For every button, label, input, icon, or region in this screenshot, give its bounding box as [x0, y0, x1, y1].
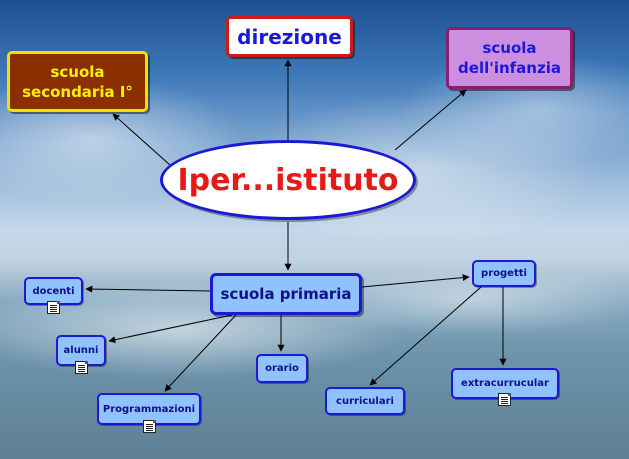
- node-scuola-infanzia-line-1: scuola: [482, 39, 537, 57]
- programmazioni-document-icon[interactable]: [143, 420, 156, 433]
- link-progetti-curriculari: [369, 286, 482, 386]
- link-primaria-programmazioni: [164, 314, 237, 392]
- node-scuola-primaria-label: scuola primaria: [220, 285, 352, 303]
- alunni-document-icon[interactable]: [75, 361, 88, 374]
- node-progetti-label: progetti: [481, 268, 527, 279]
- node-scuola-secondaria[interactable]: scuola secondaria I°: [7, 51, 148, 112]
- link-center-secondaria: [112, 113, 171, 166]
- node-iper-istituto[interactable]: Iper...istituto: [160, 140, 416, 220]
- node-scuola-infanzia-label: scuola dell'infanzia: [458, 38, 561, 78]
- node-scuola-secondaria-line-2: secondaria I°: [22, 82, 133, 101]
- node-curriculari[interactable]: curriculari: [325, 387, 405, 415]
- node-scuola-infanzia-line-2: dell'infanzia: [458, 59, 561, 77]
- node-orario-label: orario: [265, 363, 299, 374]
- node-iper-istituto-label: Iper...istituto: [177, 162, 399, 198]
- node-scuola-infanzia[interactable]: scuola dell'infanzia: [446, 27, 573, 89]
- node-scuola-secondaria-line-1: scuola: [50, 62, 105, 81]
- node-direzione-label: direzione: [237, 24, 342, 49]
- node-extracurricular-label: extracurrucular: [461, 378, 549, 389]
- node-direzione[interactable]: direzione: [226, 16, 353, 57]
- link-primaria-docenti: [85, 285, 211, 293]
- node-alunni-label: alunni: [63, 345, 99, 356]
- node-docenti-label: docenti: [32, 285, 75, 297]
- node-programmazioni-label: Programmazioni: [102, 403, 196, 415]
- node-orario[interactable]: orario: [256, 354, 308, 383]
- node-curriculari-label: curriculari: [336, 395, 394, 407]
- link-primaria-alunni: [108, 314, 233, 344]
- extracurricular-document-icon[interactable]: [498, 393, 511, 406]
- link-primaria-progetti: [361, 274, 470, 288]
- node-scuola-primaria[interactable]: scuola primaria: [210, 273, 362, 315]
- node-scuola-secondaria-label: scuola secondaria I°: [22, 62, 133, 102]
- docenti-document-icon[interactable]: [47, 301, 60, 314]
- link-center-infanzia: [394, 89, 467, 151]
- node-alunni[interactable]: alunni: [56, 335, 106, 366]
- node-progetti[interactable]: progetti: [472, 260, 536, 287]
